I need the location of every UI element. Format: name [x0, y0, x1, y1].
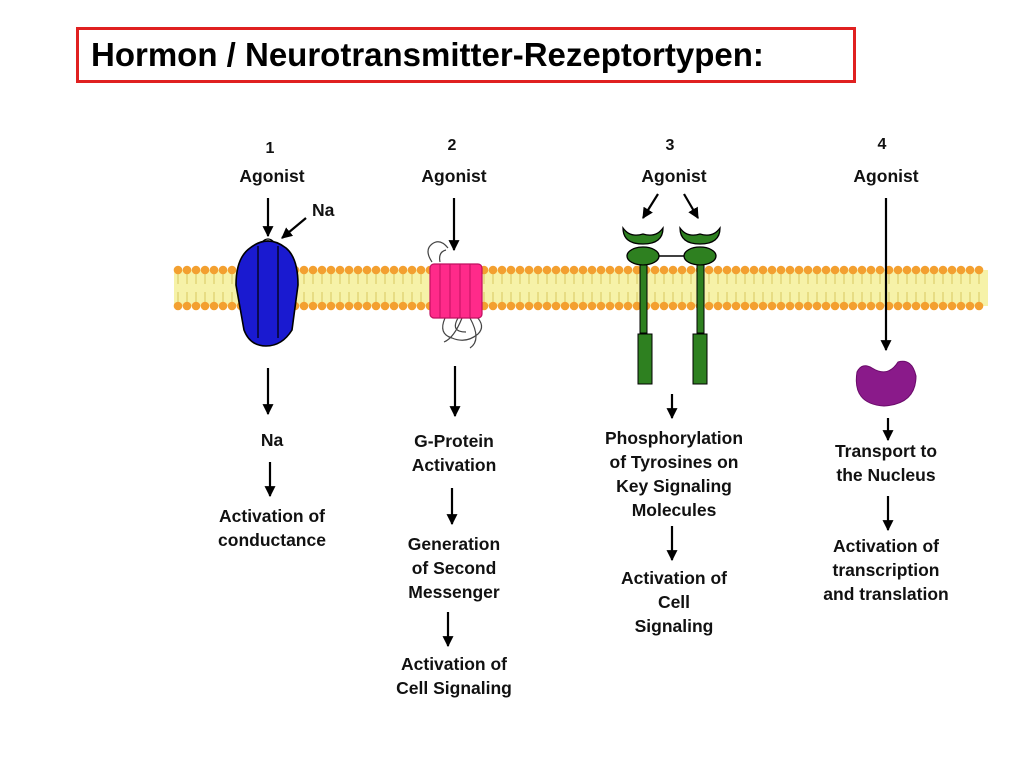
receptor-number: 4	[878, 136, 887, 153]
step-text: Transport to	[835, 441, 937, 461]
page-title: Hormon / Neurotransmitter-Rezeptortypen:	[91, 36, 764, 73]
agonist-label: Agonist	[421, 166, 486, 186]
receptor-number: 3	[666, 137, 675, 154]
sodium-label: Na	[312, 200, 335, 220]
tyrosine-kinase-receptor-icon	[622, 225, 721, 385]
step-text: Cell	[658, 592, 690, 612]
step-text: Phosphorylation	[605, 428, 743, 448]
step-text: Generation	[408, 534, 500, 554]
step-text: Key Signaling	[616, 476, 732, 496]
agonist-label: Agonist	[239, 166, 304, 186]
step-text: Messenger	[408, 582, 500, 602]
g-protein-coupled-receptor-icon	[427, 241, 483, 349]
step-text: conductance	[218, 530, 326, 550]
arrows	[262, 193, 894, 648]
step-text: and translation	[823, 584, 948, 604]
step-text: G-Protein	[414, 431, 494, 451]
step-text: Activation of	[621, 568, 727, 588]
step-text: Signaling	[635, 616, 714, 636]
agonist-label: Agonist	[641, 166, 706, 186]
cell-membrane	[173, 265, 988, 311]
receptor-number: 2	[448, 137, 457, 154]
step-text: the Nucleus	[836, 465, 935, 485]
step-text: Activation of	[401, 654, 507, 674]
step-text: Activation	[412, 455, 497, 475]
ion-channel-icon	[235, 238, 299, 347]
step-text: of Second	[412, 558, 497, 578]
agonist-label: Agonist	[853, 166, 918, 186]
step-text: Cell Signaling	[396, 678, 512, 698]
nuclear-receptor-icon	[855, 360, 917, 407]
step-text: Na	[261, 430, 284, 450]
receptor-number: 1	[266, 140, 275, 157]
step-text: Molecules	[632, 500, 717, 520]
step-text: of Tyrosines on	[610, 452, 739, 472]
title-box: Hormon / Neurotransmitter-Rezeptortypen:	[76, 27, 856, 83]
step-text: transcription	[833, 560, 940, 580]
step-text: Activation of	[219, 506, 325, 526]
step-text: Activation of	[833, 536, 939, 556]
